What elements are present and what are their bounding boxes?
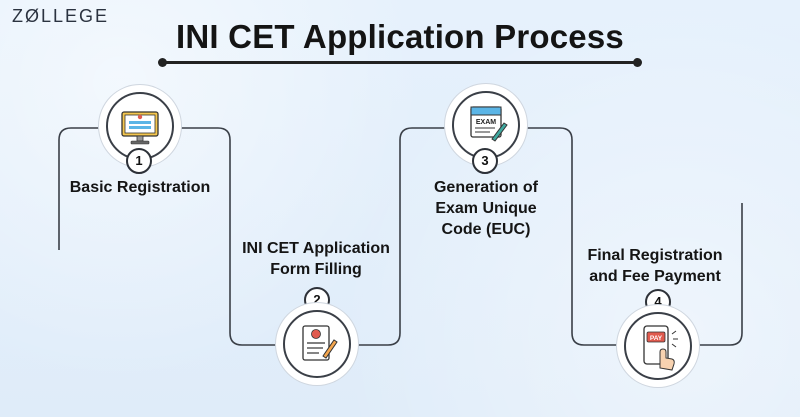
step-3-number-badge: 3	[472, 148, 498, 174]
underline-left-dot	[158, 58, 167, 67]
step-4-label-line-2: and Fee Payment	[589, 268, 721, 285]
title-underline	[162, 61, 638, 64]
step-1-number-badge: 1	[126, 148, 152, 174]
step-2-circle	[283, 310, 351, 378]
exam-code-icon: EXAM	[470, 106, 508, 142]
step-3-label: Generation of Exam Unique Code (EUC)	[386, 177, 586, 240]
step-4-label-line-1: Final Registration	[587, 247, 723, 264]
step-4-number-badge: 4	[645, 289, 671, 315]
step-3-label-line-1: Generation of	[433, 179, 538, 196]
application-form-icon	[302, 325, 338, 361]
step-3-circle: EXAM	[452, 91, 520, 159]
step-4-label: Final Registration and Fee Payment	[560, 245, 750, 287]
pay-icon-text: PAY	[650, 335, 663, 342]
step-2-label: INI CET Application Form Filling	[206, 238, 426, 280]
step-1-label-line-1: Basic Registration	[69, 179, 211, 196]
exam-icon-text: EXAM	[476, 119, 496, 126]
computer-login-icon	[121, 111, 159, 145]
step-2-number-badge: 2	[304, 287, 330, 313]
step-1-label: Basic Registration	[40, 177, 240, 198]
page-title: INI CET Application Process	[176, 18, 624, 55]
step-3-label-line-2: Exam Unique	[435, 200, 537, 217]
step-4-circle: PAY	[624, 312, 692, 380]
underline-right-dot	[633, 58, 642, 67]
pay-tap-icon: PAY	[643, 325, 678, 371]
step-2-label-line-1: INI CET Application	[242, 240, 390, 257]
step-2-label-line-2: Form Filling	[270, 261, 362, 278]
step-3-label-line-3: Code (EUC)	[441, 221, 531, 238]
zollege-logo: ZØLLEGE	[12, 6, 110, 26]
